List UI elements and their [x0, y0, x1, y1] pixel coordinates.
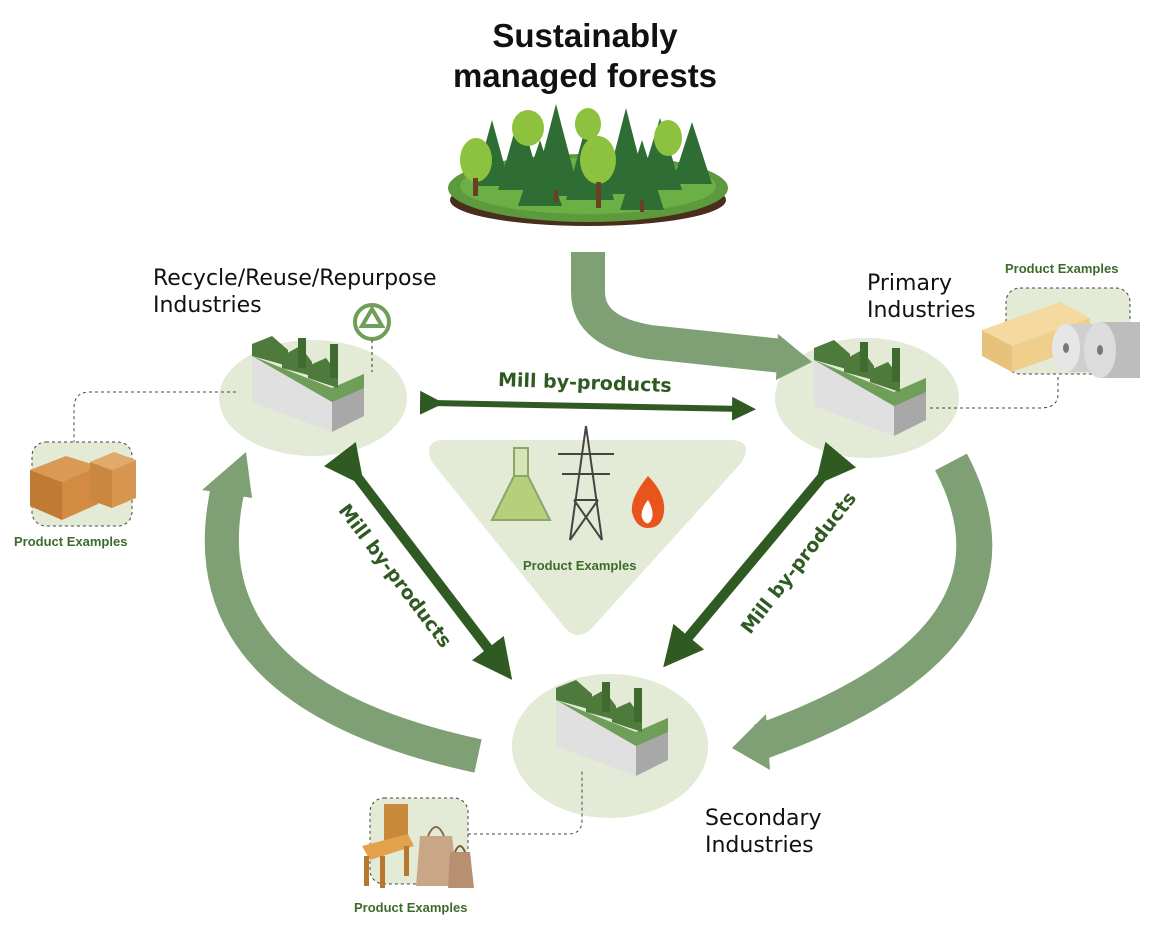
- forest-icon: [448, 104, 728, 226]
- byproduct-arrow-right: [663, 441, 857, 668]
- factory-icon: [814, 340, 926, 436]
- paper-bag-icon: [416, 826, 474, 888]
- chair-icon: [362, 804, 414, 888]
- factory-icon: [556, 680, 668, 776]
- byproduct-arrow-top: [419, 390, 756, 421]
- recycle-industries-label: Recycle/Reuse/Repurpose Industries: [153, 265, 437, 319]
- recycle-label-line-1: Recycle/Reuse/Repurpose: [153, 266, 437, 291]
- secondary-products-connector: [468, 770, 583, 835]
- recycle-product-examples-label: Product Examples: [14, 534, 128, 549]
- flow-primary-to-secondary: [732, 453, 993, 770]
- primary-products-connector: [930, 374, 1059, 409]
- paper-roll-icon: [1052, 322, 1140, 378]
- center-product-examples-label: Product Examples: [523, 558, 637, 573]
- flask-icon: [490, 447, 552, 521]
- primary-label-line-1: Primary: [867, 271, 953, 296]
- flow-secondary-to-recycle: [202, 452, 482, 773]
- primary-industries-label: Primary Industries: [867, 270, 976, 324]
- secondary-industries-label: Secondary Industries: [705, 805, 822, 859]
- byproduct-arrow-left: [323, 441, 513, 680]
- title-line-1: Sustainably: [492, 17, 678, 54]
- recycle-label-line-2: Industries: [153, 293, 262, 318]
- secondary-label-line-1: Secondary: [705, 806, 822, 831]
- primary-label-line-2: Industries: [867, 298, 976, 323]
- secondary-product-examples-label: Product Examples: [354, 900, 468, 915]
- secondary-label-line-2: Industries: [705, 833, 814, 858]
- cardboard-box-icon: [30, 452, 136, 520]
- flame-icon: [631, 476, 665, 528]
- factory-icon: [252, 336, 364, 432]
- recycle-icon: [353, 303, 391, 372]
- diagram-title: Sustainably managed forests: [400, 16, 770, 96]
- title-line-2: managed forests: [452, 57, 718, 94]
- center-triangle: [428, 440, 746, 635]
- power-tower-icon: [558, 425, 614, 541]
- primary-product-examples-label: Product Examples: [1005, 261, 1119, 276]
- flow-forest-to-primary: [571, 252, 812, 380]
- recycle-products-connector: [73, 391, 236, 442]
